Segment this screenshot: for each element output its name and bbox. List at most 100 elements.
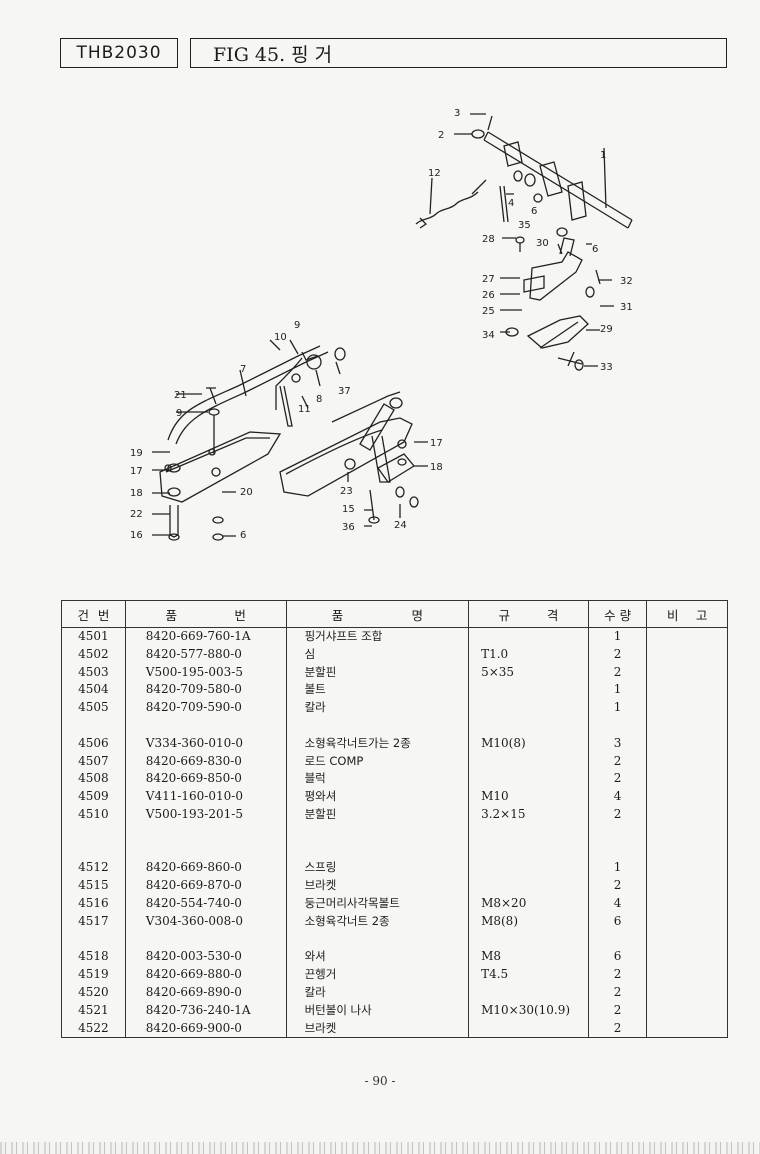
callout-3: 3 [454,108,460,119]
cell-spec: T4.5 [468,966,589,984]
cell-qty: 6 [587,912,648,931]
cell-name: 심 [285,645,470,664]
callout-16: 16 [130,530,143,541]
callout-10: 10 [274,332,287,343]
cell-remarks [646,734,728,753]
cell-no [61,930,126,949]
cell-name: 둥근머리사각목볼트 [285,894,470,913]
callout-27: 27 [482,274,495,285]
cell-part-no: V334-360-010-0 [124,734,287,753]
cell-qty: 1 [587,627,648,646]
callout-31: 31 [620,302,633,313]
cell-no: 4512 [61,859,126,878]
cell-part-no: 8420-669-850-0 [124,770,287,789]
cell-remarks [646,716,728,735]
cell-part-no [124,841,287,860]
cell-remarks [646,805,728,824]
cell-name: 끈헹거 [285,966,470,984]
callout-30: 30 [536,238,549,249]
cell-part-no: 8420-669-870-0 [124,877,287,895]
cell-name: 칼라 [285,983,470,1002]
cell-qty: 2 [587,877,648,895]
callout-33: 33 [600,362,613,373]
cell-remarks [646,983,728,1002]
cell-qty: 2 [587,966,648,984]
callout-17b: 17 [430,438,443,449]
cell-spec [468,841,589,860]
cell-remarks [646,823,728,842]
cell-qty: 1 [587,681,648,700]
cell-remarks [646,770,728,789]
callout-15: 15 [342,504,355,515]
cell-qty [587,823,648,842]
cell-remarks [646,627,728,646]
cell-spec [468,823,589,842]
cell-qty: 2 [587,1019,648,1039]
cell-remarks [646,788,728,806]
cell-remarks [646,752,728,771]
cell-spec [468,770,589,789]
cell-name: 브라켓 [285,877,470,895]
cell-name: 브라켓 [285,1019,470,1039]
cell-part-no: 8420-709-580-0 [124,681,287,700]
cell-qty: 2 [587,1001,648,1020]
cell-spec: M8 [468,948,589,967]
cell-no: 4515 [61,877,126,895]
cell-qty: 2 [587,805,648,824]
cell-part-no [124,823,287,842]
cell-name: 스프링 [285,859,470,878]
table-row [61,716,728,735]
callout-8: 8 [316,394,322,405]
cell-name: 평와셔 [285,788,470,806]
cell-no: 4502 [61,645,126,664]
callout-18b: 18 [430,462,443,473]
cell-no [61,716,126,735]
cell-part-no: V411-160-010-0 [124,788,287,806]
model-label: THB2030 [60,38,178,68]
cell-spec [468,983,589,1002]
cell-part-no: 8420-577-880-0 [124,645,287,664]
cell-no [61,823,126,842]
cell-no: 4521 [61,1001,126,1020]
cell-part-no: 8420-669-890-0 [124,983,287,1002]
cell-remarks [646,894,728,913]
cell-no: 4520 [61,983,126,1002]
callout-32: 32 [620,276,633,287]
figure-title: FIG 45. 핑 거 [190,38,727,68]
cell-spec [468,699,589,717]
cell-qty [587,841,648,860]
cell-no: 4503 [61,663,126,682]
callout-2: 2 [438,130,444,141]
cell-name: 분할핀 [285,805,470,824]
callout-6c: 6 [240,530,246,541]
cell-name [285,716,470,735]
cell-name [285,823,470,842]
cell-part-no [124,930,287,949]
cell-part-no: V500-193-201-5 [124,805,287,824]
callout-34: 34 [482,330,495,341]
cell-remarks [646,841,728,860]
cell-name: 볼트 [285,681,470,700]
cell-name: 로드 COMP [285,752,470,771]
callout-26: 26 [482,290,495,301]
cell-name [285,930,470,949]
cell-part-no: 8420-554-740-0 [124,894,287,913]
cell-remarks [646,1019,728,1039]
callout-22: 22 [130,509,143,520]
cell-qty: 1 [587,859,648,878]
cell-spec: M10×30(10.9) [468,1001,589,1020]
cell-no: 4505 [61,699,126,717]
cell-part-no: 8420-736-240-1A [124,1001,287,1020]
callout-37: 37 [338,386,351,397]
